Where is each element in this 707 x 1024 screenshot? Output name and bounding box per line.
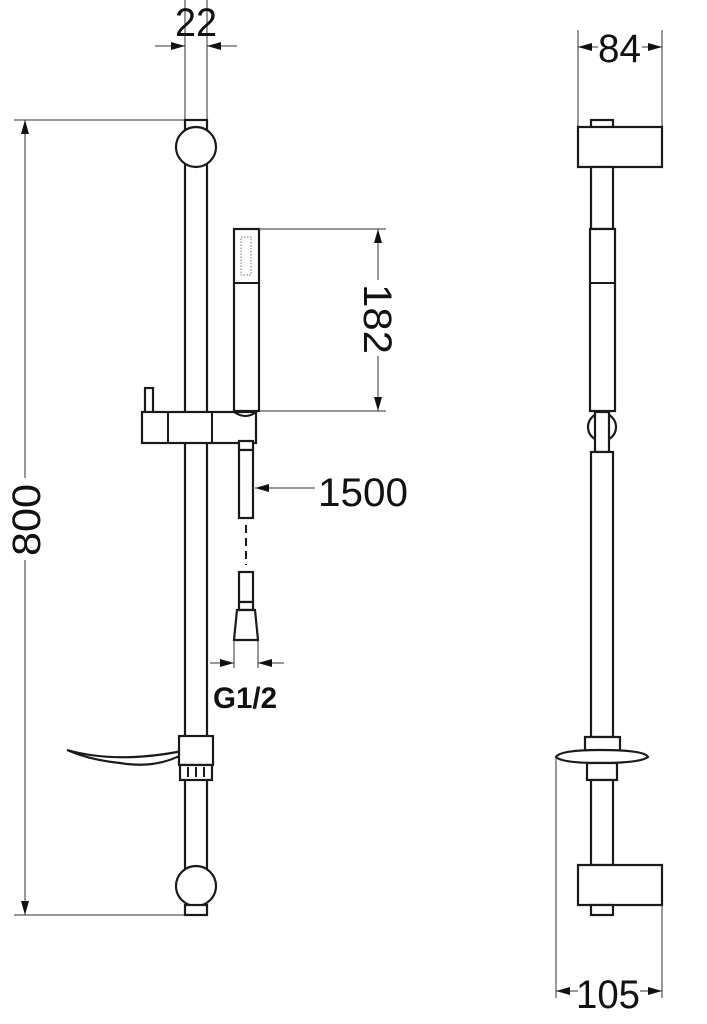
side-view: 84 105 (554, 27, 664, 1017)
shower-hose: 1500 (232, 439, 408, 642)
dimension-label-84: 84 (598, 27, 641, 71)
front-view: 22 800 (5, 0, 408, 917)
dimension-label-22: 22 (175, 1, 217, 45)
dimension-label-105: 105 (576, 973, 640, 1017)
dimension-105: 105 (555, 757, 663, 1017)
top-wall-mount (174, 125, 218, 169)
side-hand-shower (588, 227, 617, 413)
side-bottom-bracket (576, 863, 664, 907)
dimension-label-1500: 1500 (318, 471, 408, 515)
dimension-22: 22 (155, 0, 237, 122)
hand-shower (232, 227, 261, 413)
dimension-thread: G1/2 (210, 640, 284, 715)
dimension-label-182: 182 (355, 284, 399, 354)
dimension-84: 84 (577, 27, 663, 128)
side-soap-dish (554, 748, 650, 765)
slider-bracket (140, 386, 258, 445)
slide-rail (174, 118, 218, 917)
dimension-label-800: 800 (5, 484, 49, 556)
side-top-bracket (576, 125, 664, 169)
dimension-800: 800 (5, 119, 185, 916)
dimension-label-g12: G1/2 (213, 682, 277, 715)
bottom-wall-mount (174, 864, 218, 908)
soap-dish (66, 734, 215, 782)
dimension-182: 182 (259, 228, 399, 412)
